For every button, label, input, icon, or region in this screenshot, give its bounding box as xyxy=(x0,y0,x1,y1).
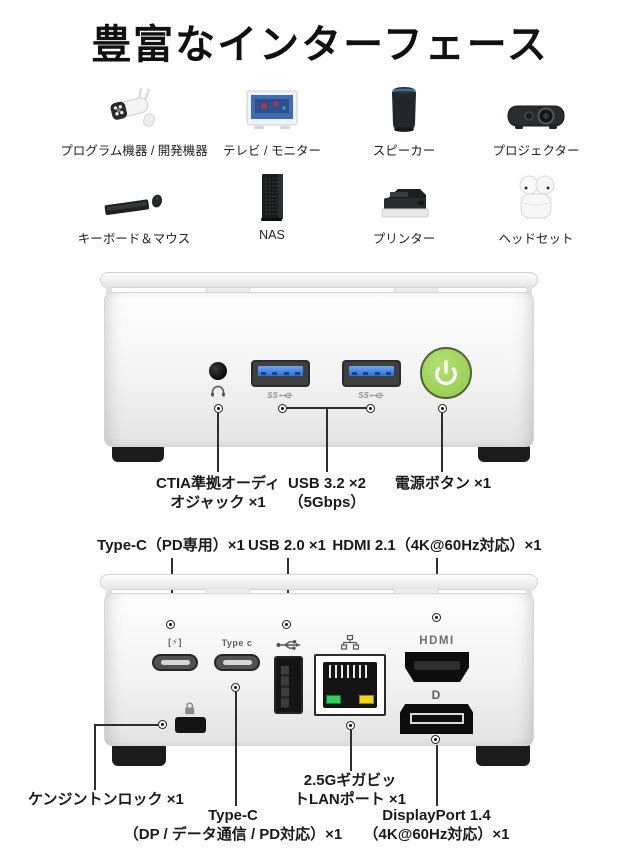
callout-dot-displayport xyxy=(431,735,440,744)
device-label: テレビ / モニター xyxy=(223,144,321,158)
power-icon xyxy=(435,360,457,386)
displayport-port xyxy=(400,704,473,734)
callout-dot-audio xyxy=(214,404,223,413)
kensington-lock-slot xyxy=(175,717,206,733)
callout-line xyxy=(350,730,352,771)
callout-line xyxy=(287,407,366,409)
device-cell-tv: テレビ / モニター xyxy=(206,84,338,159)
device-cell-nas: NAS xyxy=(206,172,338,242)
callout-power-button: 電源ボタン ×1 xyxy=(394,475,492,492)
device-label: プログラム機器 / 開発機器 xyxy=(60,144,208,158)
callout-line xyxy=(94,724,96,790)
front-foot-left xyxy=(112,445,164,462)
callout-kensington: ケンジントンロック ×1 xyxy=(28,791,184,808)
callout-line xyxy=(217,413,219,472)
callout-hdmi: HDMI 2.1（4K@60Hz対応）×1 xyxy=(332,537,542,554)
callout-lan: 2.5Gギガビッ トLANポート ×1 xyxy=(293,772,407,808)
usb-trident-icon xyxy=(279,392,294,399)
displayport-logo: D xyxy=(431,688,441,702)
callout-dot-typec-pd xyxy=(166,620,175,629)
lan-led-yellow xyxy=(359,695,374,704)
rj45-pins xyxy=(329,665,371,678)
device-cell-speaker: スピーカー xyxy=(338,84,470,159)
security-camera-icon xyxy=(108,84,160,134)
device-label: プリンター xyxy=(372,232,436,246)
projector-icon xyxy=(505,84,567,134)
callout-typec-pd: Type-C（PD専用）×1 xyxy=(97,537,245,554)
usb-3-port-1 xyxy=(251,360,310,387)
device-label: キーボード＆マウス xyxy=(77,232,191,246)
callout-usb32: USB 3.2 ×2 （5Gbps） xyxy=(288,475,366,511)
usb-trident-icon xyxy=(276,640,301,650)
power-button xyxy=(420,347,472,399)
usb-blue-tab xyxy=(258,366,303,376)
printer-icon xyxy=(374,172,434,222)
usb-blue-tab xyxy=(349,366,394,376)
dp-opening xyxy=(409,713,464,724)
callout-dot-usb2 xyxy=(366,404,375,413)
callout-audio-jack: CTIA準拠オーディ オジャック ×1 xyxy=(156,475,280,511)
device-label: プロジェクター xyxy=(492,144,580,158)
device-cell-camera: プログラム機器 / 開発機器 xyxy=(60,84,208,159)
device-label: スピーカー xyxy=(372,144,436,158)
device-cell-projector: プロジェクター xyxy=(470,84,602,159)
superspeed-usb-marking: SS xyxy=(349,391,394,400)
callout-line xyxy=(326,408,328,472)
front-lid xyxy=(100,272,538,288)
hdmi-logo: HDMI xyxy=(419,635,455,647)
typec-pd-port xyxy=(152,654,198,671)
callout-displayport: DisplayPort 1.4 （4K@60Hz対応）×1 xyxy=(363,807,510,843)
front-foot-right xyxy=(478,445,530,462)
audio-jack-port xyxy=(209,362,227,380)
usb-3-port-2 xyxy=(342,360,401,387)
superspeed-usb-marking: SS xyxy=(258,391,303,400)
device-cell-headset: ヘッドセット xyxy=(470,172,602,247)
typec-marking: Type c xyxy=(221,638,253,648)
nas-icon xyxy=(255,172,289,222)
speaker-icon xyxy=(384,84,424,134)
device-label: NAS xyxy=(259,228,285,242)
callout-dot-typec-data xyxy=(231,683,240,692)
callout-dot-power xyxy=(438,404,447,413)
rear-foot-right xyxy=(476,744,530,766)
front-lid-leg-left xyxy=(106,287,112,296)
ethernet-port xyxy=(314,654,386,716)
usb-trident-icon xyxy=(370,392,385,399)
lan-led-green xyxy=(326,695,341,704)
callout-usb20: USB 2.0 ×1 xyxy=(248,537,326,554)
tv-monitor-icon xyxy=(242,84,302,134)
callout-typec-data: Type-C （DP / データ通信 / PD対応）×1 xyxy=(123,807,343,843)
rear-foot-left xyxy=(112,744,166,766)
callout-line xyxy=(235,692,237,806)
callout-dot-usb20 xyxy=(282,620,291,629)
callout-dot-usb1 xyxy=(278,404,287,413)
page-title: 豊富なインターフェース xyxy=(91,23,549,67)
rear-lid xyxy=(100,574,538,590)
headphone-icon xyxy=(211,385,225,397)
keyboard-mouse-icon xyxy=(101,172,167,222)
front-lid-leg-right xyxy=(526,287,532,296)
typec-data-port xyxy=(214,654,260,671)
headset-icon xyxy=(509,172,563,222)
callout-dot-hdmi xyxy=(432,613,441,622)
callout-line xyxy=(441,413,443,472)
rj45-opening xyxy=(323,662,377,708)
usb-20-port xyxy=(274,656,303,714)
hdmi-opening xyxy=(414,661,460,670)
device-label: ヘッドセット xyxy=(498,232,574,246)
lock-icon xyxy=(185,702,195,715)
hdmi-port xyxy=(405,652,469,682)
device-cell-keyboard-mouse: キーボード＆マウス xyxy=(68,172,200,247)
callout-line xyxy=(436,745,438,806)
typec-pd-marking: [⚡] xyxy=(168,637,182,647)
device-cell-printer: プリンター xyxy=(338,172,470,247)
callout-dot-lan xyxy=(346,721,355,730)
callout-dot-kensington xyxy=(158,720,167,729)
ethernet-icon xyxy=(341,635,359,650)
callout-line xyxy=(95,724,158,726)
